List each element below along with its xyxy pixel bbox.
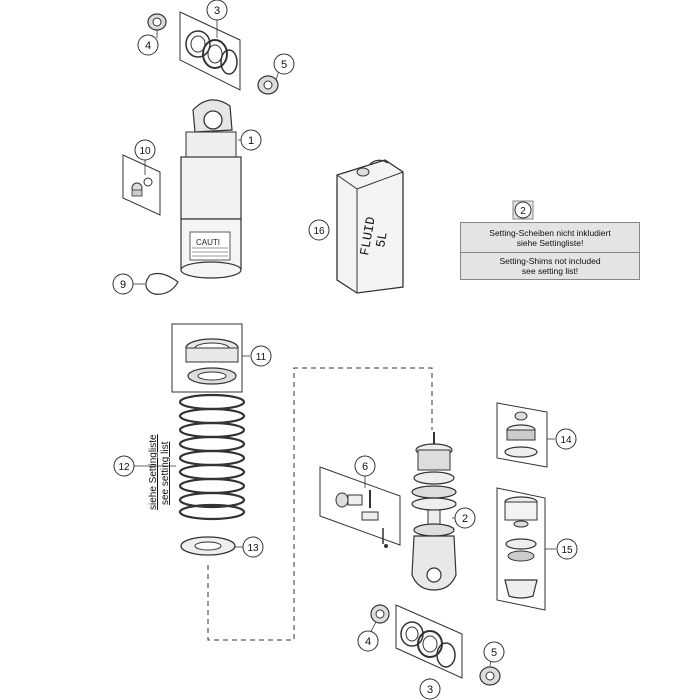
callout-2-top: 2 — [512, 200, 534, 220]
seal-ring-bottom-right — [479, 666, 501, 686]
callout-9-label: 9 — [120, 279, 126, 291]
callout-1: 1 — [240, 129, 262, 151]
top-mount-box — [496, 402, 548, 468]
callout-15: 15 — [556, 538, 578, 560]
callout-1-label: 1 — [248, 135, 254, 147]
seal-ring-bottom-left — [370, 604, 390, 624]
valve-part-box — [122, 154, 161, 216]
callout-3-bottom: 3 — [419, 678, 441, 700]
callout-13: 13 — [242, 536, 264, 558]
callout-9: 9 — [112, 273, 134, 295]
callout-3-top-label: 3 — [214, 5, 220, 17]
callout-4-top: 4 — [137, 34, 159, 56]
callout-4-bottom-label: 4 — [365, 636, 371, 648]
callout-2-bottom-label: 2 — [462, 513, 468, 525]
note-en-line2: see setting list! — [521, 266, 579, 276]
callout-16-label: 16 — [313, 226, 325, 237]
note-de-line2: siehe Settingliste! — [516, 238, 584, 248]
fluid-can-label-line1: FLUID — [357, 215, 379, 256]
valve-kit-box — [319, 466, 401, 548]
seal-ring-top-right — [257, 75, 279, 95]
callout-2-top-label: 2 — [520, 206, 526, 217]
callout-15-label: 15 — [561, 545, 573, 556]
callout-4-top-label: 4 — [145, 40, 151, 52]
callout-14: 14 — [555, 428, 577, 450]
callout-2-bottom: 2 — [454, 507, 476, 529]
seal-kit-bottom — [395, 604, 463, 679]
callout-3-bottom-label: 3 — [427, 684, 433, 696]
note-en-line1: Setting-Shims not included — [499, 256, 601, 266]
callout-13-label: 13 — [247, 543, 259, 554]
damper-assembly — [411, 432, 457, 591]
setting-shims-note: Setting-Scheiben nicht inkludiert siehe … — [460, 222, 640, 280]
callout-6: 6 — [354, 455, 376, 477]
callout-4-bottom: 4 — [357, 630, 379, 652]
spring-adjuster-box — [171, 323, 243, 393]
spring-note-line2: see setting list — [160, 441, 171, 505]
callout-12-label: 12 — [118, 462, 130, 473]
callout-5-top: 5 — [273, 53, 295, 75]
callout-10: 10 — [134, 139, 156, 161]
shock-absorber-body — [180, 99, 242, 279]
spring-note-line1: siehe Settingliste — [148, 434, 159, 510]
seal-ring-top-left — [147, 13, 167, 31]
callout-5-top-label: 5 — [281, 59, 287, 71]
note-de-line1: Setting-Scheiben nicht inkludiert — [489, 228, 611, 238]
circlip — [145, 272, 179, 295]
fluid-can-label-line2: 5L — [373, 231, 390, 249]
note-divider — [461, 252, 639, 253]
seal-kit-top — [179, 11, 241, 91]
callout-14-label: 14 — [560, 435, 572, 446]
callout-11: 11 — [250, 345, 272, 367]
shock-warning-label: CAUTI — [196, 238, 220, 247]
spring-retainer — [180, 536, 236, 556]
callout-3-top: 3 — [206, 0, 228, 21]
callout-5-bottom: 5 — [483, 641, 505, 663]
dashed-group-outline — [207, 367, 433, 641]
callout-5-bottom-label: 5 — [491, 647, 497, 659]
callout-10-label: 10 — [139, 146, 151, 157]
callout-12: 12 — [113, 455, 135, 477]
fluid-can — [336, 159, 404, 294]
callout-16: 16 — [308, 219, 330, 241]
bottom-mount-box — [496, 487, 546, 611]
callout-11-label: 11 — [256, 352, 267, 363]
callout-6-label: 6 — [362, 461, 368, 473]
coil-spring — [178, 393, 246, 521]
